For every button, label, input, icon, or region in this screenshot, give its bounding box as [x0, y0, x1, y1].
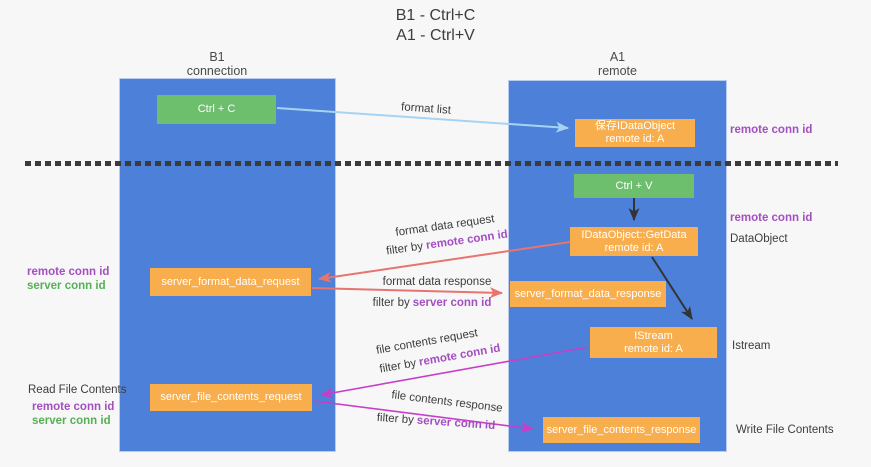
right-column-name: A1 [609, 50, 626, 64]
node-istream-line2: remote id: A [624, 342, 683, 355]
title-line-1: B1 - Ctrl+C [395, 7, 476, 24]
filter-by-text: filter by [378, 357, 418, 376]
annotation-left-mid-conn-ids: remote conn id server conn id [27, 265, 109, 293]
node-ctrl-c: Ctrl + C [157, 95, 276, 124]
node-save-idataobject-line1: 保存IDataObject [594, 120, 676, 132]
left-column-role: connection [186, 64, 248, 78]
annotation-read-file-contents: Read File Contents [28, 384, 127, 396]
node-idataobject-getdata: IDataObject::GetData remote id: A [570, 227, 698, 256]
label-file-contents-response: file contents response [390, 389, 504, 415]
filter-by-text: filter by [376, 411, 415, 427]
node-server-format-data-response-label: server_format_data_response [514, 287, 662, 300]
annotation-left-bottom-server-conn-id: server conn id [32, 415, 111, 427]
diagram-title: B1 - Ctrl+C A1 - Ctrl+V [0, 6, 871, 46]
node-server-format-data-request: server_format_data_request [150, 268, 311, 296]
node-ctrl-v-label: Ctrl + V [615, 179, 653, 192]
server-conn-id-text: server conn id [416, 414, 496, 433]
node-save-idataobject: 保存IDataObject remote id: A [575, 119, 695, 147]
left-column-name: B1 [209, 50, 225, 64]
node-idataobject-getdata-line2: remote id: A [604, 241, 664, 254]
node-save-idataobject-line2: remote id: A [605, 133, 665, 145]
left-column-header: B1 connection [107, 50, 327, 78]
server-conn-id-text: server conn id [412, 297, 492, 309]
node-idataobject-getdata-line1: IDataObject::GetData [581, 228, 687, 241]
annotation-left-mid-remote-conn-id: remote conn id [27, 266, 110, 278]
node-server-file-contents-request-label: server_file_contents_request [160, 391, 302, 403]
label-format-list: format list [400, 101, 452, 117]
annotation-remote-conn-id-top: remote conn id [730, 124, 813, 136]
annotation-dataobject: DataObject [730, 233, 788, 245]
annotation-left-mid-server-conn-id: server conn id [27, 280, 106, 292]
node-server-format-data-request-label: server_format_data_request [161, 275, 300, 288]
node-istream: IStream remote id: A [590, 327, 717, 358]
annotation-left-bottom-remote-conn-id: remote conn id [32, 401, 115, 413]
annotation-istream: Istream [732, 340, 771, 352]
node-istream-line1: IStream [634, 329, 673, 342]
node-server-file-contents-request: server_file_contents_request [150, 384, 312, 411]
node-server-file-contents-response: server_file_contents_response [543, 417, 700, 443]
label-format-data-response: format data response [382, 276, 492, 288]
filter-by-text: filter by [372, 297, 410, 309]
arrow-format-data-response [311, 287, 504, 299]
node-ctrl-v: Ctrl + V [574, 174, 694, 198]
dashed-divider [25, 161, 838, 166]
right-column-header: A1 remote [508, 50, 727, 78]
node-server-format-data-response: server_format_data_response [510, 281, 666, 307]
filter-by-text: filter by [385, 240, 424, 258]
right-column-role: remote [598, 64, 637, 78]
node-server-file-contents-response-label: server_file_contents_response [546, 423, 697, 436]
title-line-2: A1 - Ctrl+V [396, 27, 475, 44]
annotation-remote-conn-id-mid: remote conn id [730, 212, 813, 224]
annotation-write-file-contents: Write File Contents [736, 424, 834, 436]
node-ctrl-c-label: Ctrl + C [197, 103, 236, 115]
annotation-left-bottom-conn-ids: remote conn id server conn id [32, 400, 114, 428]
